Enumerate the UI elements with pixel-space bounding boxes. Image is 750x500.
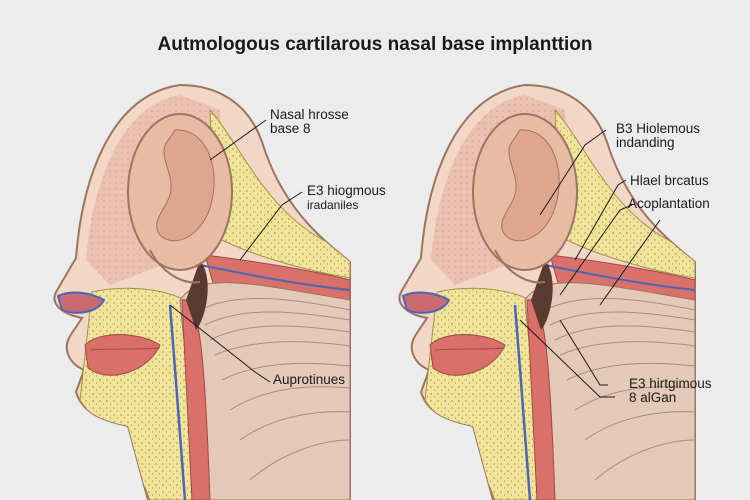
leader-line (169, 304, 271, 383)
label-line: Acoplantation (628, 196, 710, 211)
label-line: E3 hiogmous (307, 183, 386, 198)
leader-line (599, 219, 661, 306)
leader-line (209, 119, 267, 161)
label-line: base 8 (270, 121, 311, 136)
label-line: 8 alGan (629, 390, 677, 405)
leader-line (559, 319, 608, 386)
leader-line (539, 129, 607, 216)
label-acoplantation: Acoplantation (628, 197, 710, 211)
leader-line (239, 191, 303, 261)
diagram-title: Autmologous cartilarous nasal base impla… (157, 34, 593, 55)
label-line: B3 Hiolemous (616, 121, 701, 136)
label-line: Hlael brcatus (630, 173, 709, 188)
label-line: iradaniles (307, 198, 359, 212)
label-brcatus: Hlael brcatus (630, 174, 709, 188)
leader-line (574, 179, 627, 261)
label-line: Nasal hrosse (270, 107, 349, 122)
label-line: Auprotinues (273, 372, 346, 387)
leader-lines (169, 119, 661, 398)
label-line: indanding (616, 135, 675, 150)
label-line: E3 hirtgimous (629, 376, 712, 391)
left-head-cross-section (54, 85, 350, 500)
leader-line (559, 204, 633, 296)
leader-line (519, 319, 615, 398)
label-auprotinues: Auprotinues (273, 373, 345, 387)
